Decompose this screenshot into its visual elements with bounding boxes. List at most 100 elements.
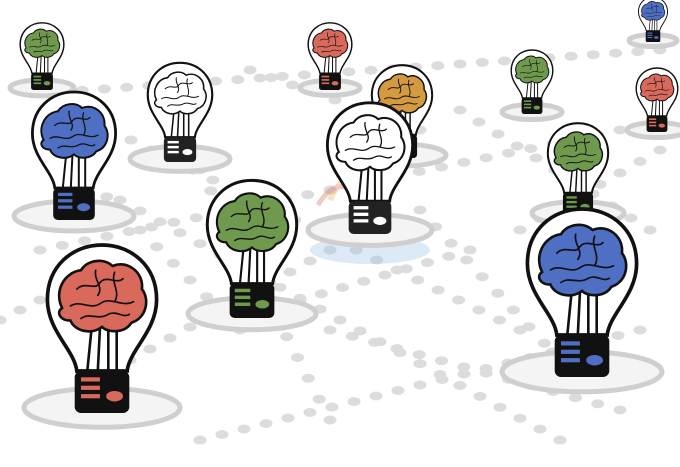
path-dot <box>475 272 489 282</box>
bulb-white-center <box>305 101 435 248</box>
path-dot <box>513 225 527 235</box>
path-dot <box>200 292 214 302</box>
path-dot <box>314 289 328 299</box>
path-dot <box>613 168 627 178</box>
path-dot <box>506 305 520 315</box>
path-dot <box>33 295 47 305</box>
path-dot <box>173 228 187 238</box>
base-stripes <box>33 75 51 86</box>
path-dot <box>283 267 297 277</box>
path-dot <box>189 213 203 223</box>
path-dot <box>421 258 434 267</box>
path-dot <box>611 331 625 340</box>
screw-base <box>229 283 275 318</box>
path-dot <box>586 50 600 60</box>
path-dot <box>390 344 404 353</box>
path-dot <box>204 186 218 196</box>
path-dot <box>325 402 339 412</box>
path-dot <box>472 305 486 315</box>
path-dot <box>524 144 538 153</box>
path-dot <box>291 353 304 362</box>
path-dot <box>167 217 181 227</box>
path-dot <box>100 192 114 202</box>
filament-stems <box>323 56 337 74</box>
filament-stems <box>569 169 587 193</box>
path-dot <box>323 415 337 425</box>
path-dot <box>399 264 413 274</box>
path-dot <box>336 283 349 292</box>
base-stripes <box>647 32 659 39</box>
path-dot <box>413 359 427 369</box>
path-dot <box>444 238 458 248</box>
path-dot <box>209 76 223 86</box>
path-dot <box>301 190 315 200</box>
bulb-green-center <box>185 178 319 333</box>
path-dot <box>591 399 605 409</box>
path-dot <box>624 213 638 223</box>
path-dot <box>286 80 299 90</box>
filament-stems <box>35 56 49 74</box>
base-stripes <box>353 206 387 225</box>
path-dot <box>370 255 384 265</box>
bulb-green-top-right-small <box>499 49 565 122</box>
bulb-red-left-large <box>21 243 183 430</box>
path-dot <box>120 82 134 92</box>
path-dot <box>479 368 493 378</box>
path-dot <box>453 105 467 115</box>
bulb-white-top <box>127 61 233 174</box>
path-dot <box>453 381 467 390</box>
path-dot <box>183 275 197 285</box>
screw-base <box>554 335 610 377</box>
path-dot <box>460 255 474 265</box>
path-dot <box>479 153 493 163</box>
path-dot <box>301 373 315 383</box>
path-dot <box>631 47 645 57</box>
path-dot <box>124 135 138 145</box>
path-dot <box>491 129 505 139</box>
path-dot <box>215 430 229 439</box>
filament-stems <box>170 112 190 138</box>
base-stripes <box>321 75 339 86</box>
screw-base <box>31 73 53 90</box>
path-dot <box>435 375 449 384</box>
path-dot <box>122 227 136 236</box>
screw-base <box>348 201 392 234</box>
path-dot <box>183 322 197 332</box>
path-dot <box>564 51 578 61</box>
path-dot <box>166 258 180 268</box>
path-dot <box>497 56 511 66</box>
path-dot <box>491 288 505 298</box>
base-stripes <box>649 118 665 128</box>
base-stripes <box>167 140 193 156</box>
path-dot <box>297 70 311 80</box>
path-dot <box>237 424 251 434</box>
path-dot <box>193 435 207 445</box>
bulb-blue-top-right-tiny <box>626 0 680 50</box>
path-dot <box>368 337 382 347</box>
bulb-blue-right-large <box>499 207 665 395</box>
base-stripes <box>58 192 90 212</box>
path-dot <box>457 157 471 167</box>
path-dot <box>253 73 267 83</box>
bulb-green-topleft-small <box>7 22 77 99</box>
path-dot <box>13 305 27 315</box>
path-dot <box>143 344 157 354</box>
path-dot <box>457 369 471 379</box>
path-dot <box>333 315 347 325</box>
path-dot <box>412 167 426 176</box>
path-dot <box>312 394 326 404</box>
screw-base <box>74 371 130 413</box>
path-dot <box>97 84 111 94</box>
path-dot <box>453 59 467 69</box>
path-dot <box>493 315 506 325</box>
path-dot <box>613 405 627 415</box>
screw-base <box>319 73 341 90</box>
path-dot <box>411 275 425 285</box>
path-dot <box>473 391 487 401</box>
path-dot <box>633 325 647 335</box>
path-dot <box>357 276 371 286</box>
path-dot <box>275 71 289 81</box>
path-dot <box>435 162 448 172</box>
path-dot <box>281 413 295 423</box>
path-dot <box>345 331 359 341</box>
